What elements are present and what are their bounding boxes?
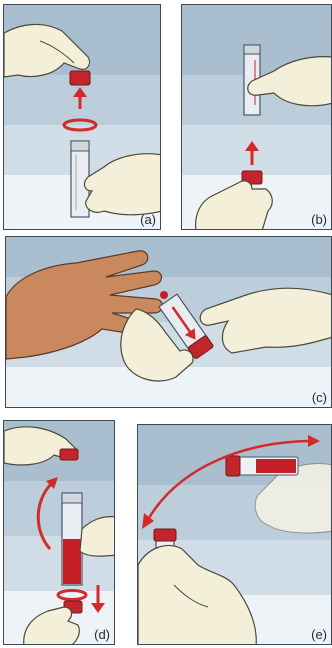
panel-a-label: (a) xyxy=(140,212,156,227)
panel-c-label: (c) xyxy=(312,390,327,405)
tube-cap xyxy=(70,71,90,85)
panel-d-label: (d) xyxy=(94,627,110,642)
panel-e-label: (e) xyxy=(311,627,327,642)
blood-drop xyxy=(160,291,168,299)
panel-b-label: (b) xyxy=(311,212,327,227)
blood-sample xyxy=(63,539,81,584)
panel-c: (c) xyxy=(5,236,332,408)
panel-b: (b) xyxy=(181,4,332,230)
panel-a-illustration xyxy=(4,5,161,230)
ghost-tube xyxy=(226,456,298,476)
panel-d: (d) xyxy=(3,420,115,645)
panel-e-illustration xyxy=(138,425,332,645)
tube-cap xyxy=(60,449,78,460)
panel-a: (a) xyxy=(3,4,161,230)
panel-e: (e) xyxy=(137,424,332,645)
panel-c-illustration xyxy=(6,237,332,408)
panel-d-illustration xyxy=(4,421,115,645)
panel-b-illustration xyxy=(182,5,332,230)
